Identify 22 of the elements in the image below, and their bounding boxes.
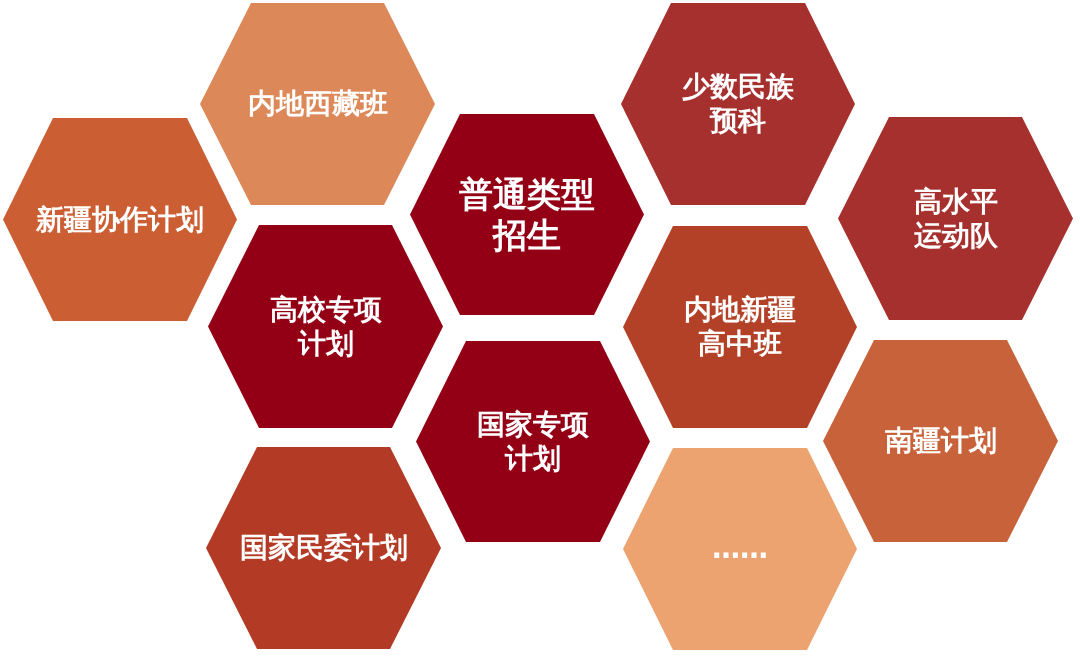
hexagon-label: 少数民族预科: [681, 70, 795, 138]
hexagon-label: 南疆计划: [884, 424, 997, 458]
hexagon-label: ……: [712, 532, 768, 566]
hexagon: [208, 225, 443, 428]
hexagon: [621, 3, 855, 205]
hexagon-label: 内地西藏班: [247, 87, 388, 121]
hexagon-label: 高校专项计划: [268, 292, 383, 361]
hexagon: [410, 114, 644, 315]
hexagon-label: 普通类型招生: [458, 173, 596, 256]
hexagon-label: 国家民委计划: [239, 531, 408, 565]
hexagon: [823, 340, 1058, 542]
hexagon: [416, 341, 650, 542]
hexagon-label: 高水平运动队: [912, 184, 999, 253]
hexagon-label: 内地新疆高中班: [683, 293, 797, 361]
hexagon: [838, 117, 1073, 320]
hexagon: [623, 226, 857, 428]
hexagon: [3, 118, 237, 321]
hexagon: [623, 448, 857, 650]
hexagon-label: 新疆协作计划: [36, 202, 204, 237]
hexagon: [200, 3, 435, 205]
hexagon: [206, 447, 441, 649]
hexagon-label: 国家专项计划: [476, 407, 590, 476]
